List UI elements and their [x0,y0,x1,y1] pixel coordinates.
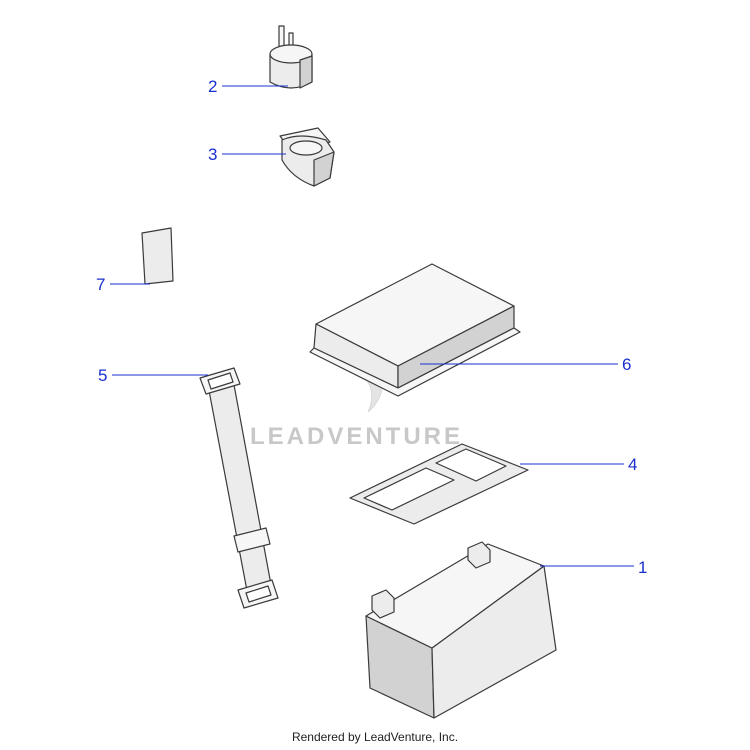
part-3-terminal-clamp [279,127,335,187]
part-4-pad [349,443,529,525]
part-2-shade [299,55,313,89]
part-5-strap [199,367,279,609]
callout-3[interactable]: 3 [208,145,217,164]
part-1-battery [365,541,557,719]
part-5-top-buckle-slot [207,372,234,390]
part-4-frame [349,443,529,525]
callout-5[interactable]: 5 [98,366,107,385]
callout-6[interactable]: 6 [622,355,631,374]
callout-7[interactable]: 7 [96,275,105,294]
part-3-ring [289,140,323,156]
part-3-face [313,151,335,187]
rendered-by-footer: Rendered by LeadVenture, Inc. [291,730,459,744]
callout-2[interactable]: 2 [208,77,217,96]
part-7-label [141,227,174,285]
part-5-bottom-buckle-slot [245,585,272,603]
callout-4[interactable]: 4 [628,455,637,474]
part-2-terminal-bolt [269,25,313,89]
part-1-terminal-right [467,541,491,569]
part-6-lip [309,327,521,397]
part-7-sheet [141,227,174,285]
part-2-pin [278,25,285,49]
part-6-cover [309,263,521,397]
part-1-terminal-left [371,589,395,619]
part-2-top [269,44,313,64]
part-5-band [206,373,273,597]
callout-1[interactable]: 1 [638,558,647,577]
watermark-text: LEADVENTURE [250,423,463,450]
part-5-mid-buckle [233,527,271,553]
